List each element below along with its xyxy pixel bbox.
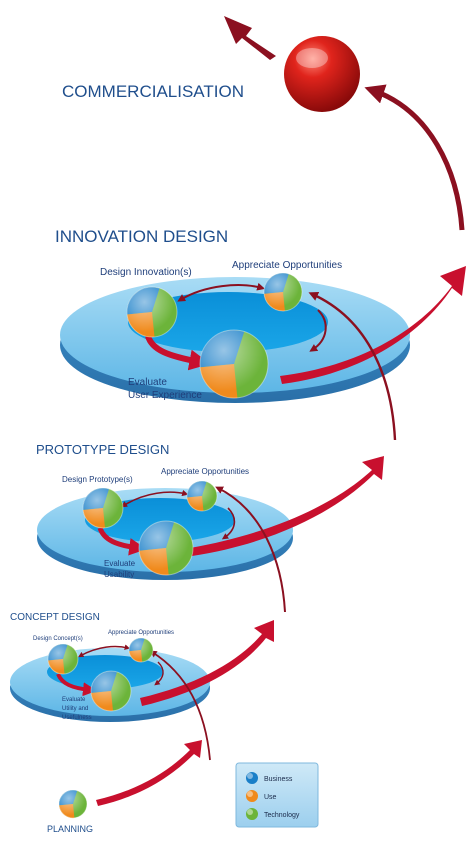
prototype-loop-arrow-right [221, 507, 236, 540]
legend-label: Use [264, 794, 277, 801]
legend-item: Business [246, 772, 293, 784]
concept-label-evaluate-3: Usefulness [62, 715, 92, 721]
prototype-appreciate-sphere [186, 480, 218, 512]
innovation-title: INNOVATION DESIGN [55, 227, 228, 246]
commercialisation-group: COMMERCIALISATION [62, 16, 360, 112]
legend-swatch [246, 790, 258, 802]
concept-label-design: Design Concept(s) [33, 636, 83, 642]
sweep-concept-to-prototype [140, 620, 274, 706]
legend-item: Technology [246, 808, 300, 820]
prototype-label-appreciate: Appreciate Opportunities [161, 467, 249, 476]
commercialisation-sphere [284, 36, 360, 112]
concept-loop-arrow-right [154, 661, 164, 686]
prototype-loop-arrow-top [120, 489, 189, 508]
planning-group: PLANNING [47, 824, 93, 834]
concept-label-evaluate-2: Utility and [62, 706, 88, 712]
innovation-loop-arrow-top [177, 282, 266, 302]
planning-title: PLANNING [47, 824, 93, 834]
concept-evaluate-sphere [90, 670, 132, 712]
sweep-planning-to-concept [96, 740, 202, 806]
return-arc-top [364, 84, 465, 231]
prototype-title: PROTOTYPE DESIGN [36, 442, 169, 457]
innovation-label-evaluate-1: Evaluate [128, 377, 167, 388]
exit-arrow [224, 16, 276, 60]
legend-label: Business [264, 776, 293, 783]
innovation-evaluate-sphere [199, 329, 269, 399]
concept-loop-arrow-top [78, 644, 131, 658]
innovation-loop-arrow-right [309, 309, 327, 352]
prototype-design-sphere [82, 487, 124, 529]
concept-label-evaluate-1: Evaluate [62, 697, 86, 703]
innovation-label-evaluate-2: User Experience [128, 390, 202, 401]
legend-item: Use [246, 790, 277, 802]
innovation-label-appreciate: Appreciate Opportunities [232, 260, 342, 271]
prototype-loop-arrow-left [97, 527, 147, 556]
innovation-label-design: Design Innovation(s) [100, 267, 192, 278]
prototype-label-evaluate-1: Evaluate [104, 559, 136, 568]
innovation-appreciate-sphere [263, 272, 303, 312]
concept-label-appreciate: Appreciate Opportunities [108, 630, 174, 636]
spheres-layer [47, 272, 303, 819]
legend-label: Technology [264, 812, 300, 819]
return-arc-innovation [308, 291, 397, 441]
planning-sphere [58, 789, 88, 819]
prototype-label-design: Design Prototype(s) [62, 475, 133, 484]
concept-design-sphere [47, 643, 79, 675]
prototype-label-evaluate-2: Usability [104, 570, 134, 579]
concept-title: CONCEPT DESIGN [10, 612, 100, 623]
legend-swatch [246, 772, 258, 784]
innovation-design-sphere [126, 286, 178, 338]
sweep-innovation-to-top [280, 266, 466, 384]
return-arc-prototype [215, 486, 286, 613]
prototype-evaluate-sphere [138, 520, 194, 576]
legend-swatch [246, 808, 258, 820]
innovation-loop-arrow-left [145, 334, 211, 371]
sweep-prototype-to-innovation [190, 456, 384, 556]
commercialisation-title: COMMERCIALISATION [62, 82, 244, 101]
concept-appreciate-sphere [128, 637, 154, 663]
concept-loop-arrow-left [56, 673, 97, 697]
return-arc-concept [149, 650, 211, 761]
